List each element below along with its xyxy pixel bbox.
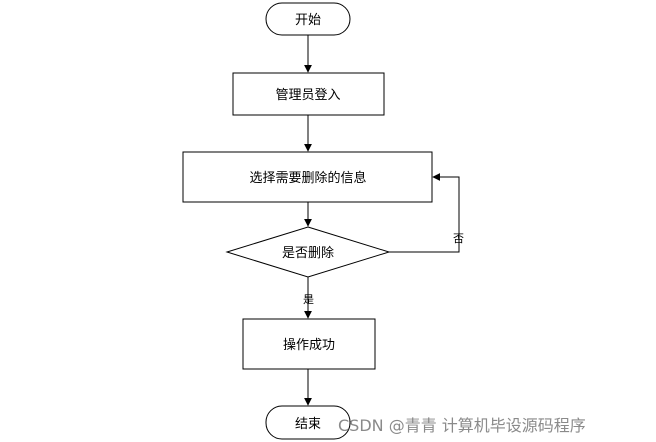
end-node-label: 结束 <box>295 417 321 432</box>
edge-yes-label: 是 <box>303 293 314 306</box>
edge-no-label: 否 <box>453 232 464 245</box>
select-node-label: 选择需要删除的信息 <box>249 170 366 186</box>
success-node-shape <box>242 318 376 370</box>
login-node-shape <box>232 72 385 116</box>
watermark-text: CSDN @青青 计算机毕设源码程序 <box>338 416 586 435</box>
success-node-label: 操作成功 <box>283 337 335 353</box>
decision-node-label: 是否删除 <box>282 246 334 261</box>
login-node-label: 管理员登入 <box>275 88 340 103</box>
end-node-shape <box>265 405 351 440</box>
start-node-label: 开始 <box>295 13 321 28</box>
edge-decision-no-loop <box>389 173 460 253</box>
